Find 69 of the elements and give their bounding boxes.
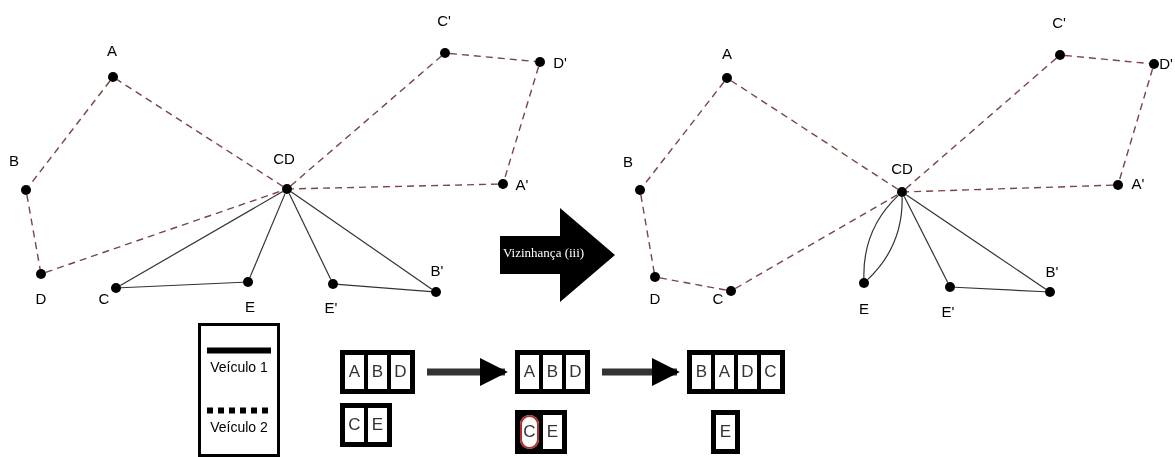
route-line: [640, 194, 655, 273]
vertex-label: E': [324, 299, 338, 315]
route-line: [26, 194, 41, 270]
route-line: [288, 192, 332, 281]
vertex-label: E': [941, 303, 955, 319]
vertex-label: A': [515, 176, 529, 192]
stop-cell: B: [692, 355, 711, 389]
route-line: [906, 184, 1114, 193]
route-line: [1118, 68, 1154, 181]
vertex-label: C': [1052, 14, 1066, 30]
route-box: [515, 410, 567, 454]
route-line: [954, 286, 1046, 293]
route-box: [340, 403, 392, 447]
route-line: [659, 277, 727, 291]
stop-cell: D: [738, 355, 757, 389]
stop-cell: C: [345, 408, 364, 442]
stop-cell: B: [543, 355, 562, 389]
stop-cell: A: [345, 355, 364, 389]
route-line: [734, 193, 899, 290]
vertex-label: E: [245, 298, 255, 314]
stop-cell: A: [520, 355, 539, 389]
stop-cell: C: [761, 355, 780, 389]
vertex-label: A': [1131, 175, 1145, 191]
stop-cell: B: [368, 355, 387, 389]
route-line: [290, 55, 442, 187]
vertex-label: B: [623, 153, 633, 169]
stop-cell: E: [368, 408, 387, 442]
route-line: [905, 194, 1047, 290]
route-line: [730, 80, 899, 190]
route-box: [687, 350, 785, 394]
vertex-label: CD: [891, 160, 913, 176]
vertex-label: B: [9, 152, 19, 168]
stop-cell: E: [543, 415, 562, 449]
circled-stop-cell: C: [520, 415, 539, 449]
vertex-label: E: [859, 300, 869, 316]
vertex-label: D': [1159, 55, 1173, 71]
stop-cell: D: [391, 355, 410, 389]
vertex-label: B': [430, 262, 444, 278]
legend-label: Veículo 2: [210, 419, 268, 434]
vertex-label: CD: [273, 150, 295, 166]
vertex-label: C: [712, 290, 724, 306]
vertex-label: A: [107, 42, 117, 58]
route-line: [119, 190, 284, 287]
arrow-label: Vizinhança (iii): [503, 246, 585, 259]
route-line: [249, 193, 286, 278]
vertex-label: C': [437, 12, 451, 28]
route-line: [116, 79, 284, 187]
route-box: [515, 350, 590, 394]
route-box: [340, 350, 415, 394]
route-line: [337, 283, 432, 293]
vertex-label: C: [98, 290, 110, 306]
vertex-label: B': [1045, 263, 1059, 279]
route-line: [291, 183, 499, 190]
vertex-label: D': [553, 54, 567, 70]
route-line: [449, 52, 536, 63]
route-line: [120, 281, 244, 289]
block-arrow: [500, 208, 615, 302]
stop-cell: D: [566, 355, 585, 389]
vertex-label: A: [722, 45, 732, 61]
route-line: [905, 57, 1057, 190]
legend-label: Veículo 1: [210, 359, 268, 374]
vertex-label: D: [35, 290, 47, 306]
route-box: [711, 410, 740, 454]
stop-cell: A: [715, 355, 734, 389]
vertex-label: D: [649, 290, 661, 306]
route-line: [903, 195, 949, 284]
stop-cell: E: [716, 415, 735, 449]
route-line: [503, 66, 540, 180]
route-line: [290, 191, 433, 290]
